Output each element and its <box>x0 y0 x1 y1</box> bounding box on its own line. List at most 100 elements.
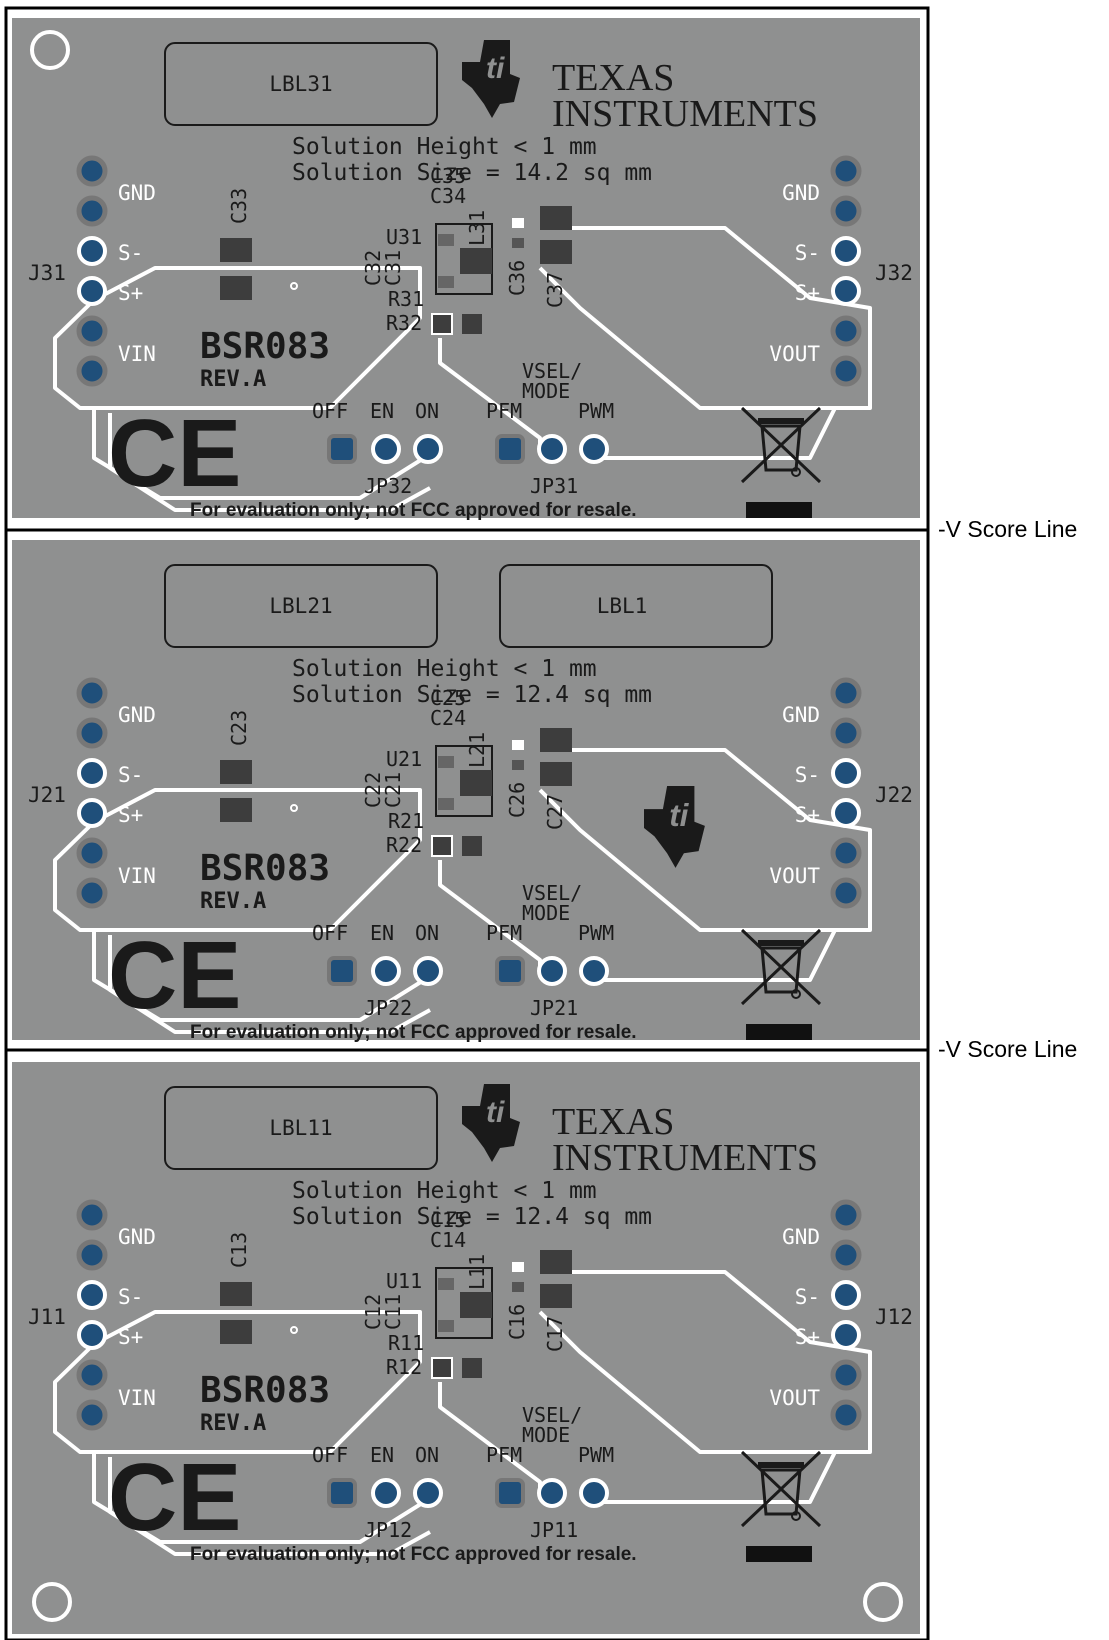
header-pin-right <box>830 1399 862 1431</box>
header-pin-right <box>830 677 862 709</box>
weee-bin-icon <box>740 1450 822 1528</box>
header-pin-right <box>831 798 861 828</box>
component-pad <box>438 276 454 288</box>
ti-text-line2: INSTRUMENTS <box>552 93 818 135</box>
bin-lid <box>758 1462 804 1468</box>
pin-label-s-plus: S+ <box>795 281 820 305</box>
solution-height-text: Solution Height < 1 mm <box>292 1178 597 1204</box>
disclaimer-text: For evaluation only; not FCC approved fo… <box>190 1544 637 1565</box>
header-pin-left <box>76 717 108 749</box>
jumper-pin <box>579 1478 609 1508</box>
resistor-pad <box>462 836 482 856</box>
inductor-label: L11 <box>465 1254 489 1290</box>
jumper-designator-en: JP12 <box>364 1518 412 1542</box>
inductor-label: L31 <box>465 210 489 246</box>
vout-return-trace <box>600 407 837 460</box>
jumper-label-pfm: PFM <box>486 1443 522 1467</box>
jumper-pin <box>413 434 443 464</box>
jumper-label-pwm: PWM <box>578 399 614 423</box>
pin-label-s-minus: S- <box>795 241 820 265</box>
ic-label: U31 <box>386 225 422 249</box>
score-line-label-1: -V Score Line <box>938 516 1078 542</box>
solution-size-text: Solution Size = 12.4 sq mm <box>292 682 652 708</box>
marking-block <box>746 502 812 518</box>
ti-text-line1: TEXAS <box>552 1101 674 1143</box>
jumper-pin <box>413 1478 443 1508</box>
header-pin-right <box>830 315 862 347</box>
header-pin-left <box>77 276 107 306</box>
component-pad <box>512 1262 524 1272</box>
pin-label-gnd: GND <box>782 181 820 205</box>
marking-block <box>746 1024 812 1040</box>
pin-label-vout: VOUT <box>769 864 820 888</box>
connector-label-right: J22 <box>875 783 913 807</box>
solution-height-text: Solution Height < 1 mm <box>292 656 597 682</box>
header-pin-left <box>76 677 108 709</box>
header-pin-right <box>830 877 862 909</box>
capacitor-label: C15 <box>430 1208 466 1232</box>
pin-label-s-plus: S+ <box>795 803 820 827</box>
pin-label-s-plus: S+ <box>118 1325 143 1349</box>
ti-logo-icon: ti <box>462 1084 520 1162</box>
header-pin-right <box>830 717 862 749</box>
jumper-label-en: EN <box>370 1443 394 1467</box>
vout-trace <box>538 226 872 410</box>
pin-label-s-plus: S+ <box>795 1325 820 1349</box>
header-pin-right <box>830 1239 862 1271</box>
ce-mark: CE <box>108 1444 241 1551</box>
pin-label-s-minus: S- <box>118 1285 143 1309</box>
header-pin-right <box>831 1280 861 1310</box>
jumper-label-en: EN <box>370 399 394 423</box>
label-box <box>164 564 438 648</box>
header-pin-left <box>76 155 108 187</box>
resistor-label: R11 <box>388 1331 424 1355</box>
capacitor-label: C25 <box>430 686 466 710</box>
label-box <box>164 1086 438 1170</box>
capacitor-label: C22 <box>361 772 385 808</box>
header-pin-left <box>76 315 108 347</box>
capacitor-label: C13 <box>227 1232 251 1268</box>
capacitor-label: C36 <box>505 260 529 296</box>
jumper-pin-square <box>495 1478 525 1508</box>
label-box-text: LBL21 <box>269 594 332 618</box>
header-pin-right <box>830 155 862 187</box>
board-body <box>12 1062 920 1634</box>
capacitor-pad <box>220 276 252 300</box>
header-pin-right <box>830 1359 862 1391</box>
bin-wheel <box>791 467 801 477</box>
component-pad <box>512 760 524 770</box>
label-box-text: LBL1 <box>597 594 648 618</box>
ic-label: U21 <box>386 747 422 771</box>
bin-body <box>760 946 802 994</box>
jumper-pin-square <box>327 1478 357 1508</box>
capacitor-pad <box>540 206 572 230</box>
jumper-pin <box>537 956 567 986</box>
bin-lid <box>758 940 804 946</box>
header-pin-left <box>77 1320 107 1350</box>
pin-label-s-minus: S- <box>118 763 143 787</box>
resistor-pad <box>462 314 482 334</box>
header-pin-left <box>77 758 107 788</box>
pin-label-s-plus: S+ <box>118 281 143 305</box>
jumper-label-on: ON <box>415 921 439 945</box>
header-pin-right <box>831 236 861 266</box>
pin-label-vout: VOUT <box>769 342 820 366</box>
capacitor-label: C27 <box>543 794 567 830</box>
capacitor-label: C16 <box>505 1304 529 1340</box>
capacitor-pad <box>220 1282 252 1306</box>
ti-logo-icon: ti <box>644 786 705 868</box>
vout-return-trace <box>600 929 837 982</box>
jumper-label-pwm: PWM <box>578 921 614 945</box>
resistor-pad <box>431 1357 453 1379</box>
label-box-text: LBL31 <box>269 72 332 96</box>
capacitor-label: C11 <box>381 1294 405 1330</box>
jumper-label-off: OFF <box>312 921 348 945</box>
header-pin-left <box>76 1399 108 1431</box>
capacitor-pad <box>540 762 572 786</box>
bin-wheel <box>791 1511 801 1521</box>
jumper-pin-square <box>327 956 357 986</box>
jumper-pin <box>371 956 401 986</box>
bin-body <box>760 1468 802 1516</box>
